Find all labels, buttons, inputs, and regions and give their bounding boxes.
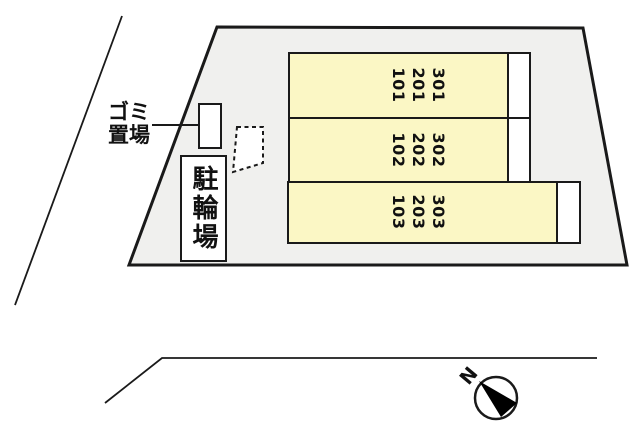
garbage-area-label: ゴミ 置場 <box>108 100 150 148</box>
unit-numbers-building-3: 303 203 103 <box>389 194 448 230</box>
road-line-left <box>14 15 123 306</box>
stairwell-3 <box>556 181 581 244</box>
bicycle-parking-label: 駐輪場 <box>188 165 218 252</box>
building-block-3 <box>287 181 558 244</box>
stairwell-2 <box>507 117 531 183</box>
unit-numbers-building-2: 302 202 102 <box>389 132 448 168</box>
garbage-area-box <box>198 103 222 149</box>
unit-numbers-building-1: 301 201 101 <box>389 67 448 103</box>
north-compass <box>473 375 519 421</box>
dashed-area-outline <box>231 126 264 174</box>
building-block-1 <box>288 52 509 119</box>
stairwell-1 <box>507 52 531 119</box>
bicycle-parking-box: 駐輪場 <box>180 155 227 262</box>
compass-needle <box>479 381 517 417</box>
road-line-bottom <box>104 357 597 404</box>
